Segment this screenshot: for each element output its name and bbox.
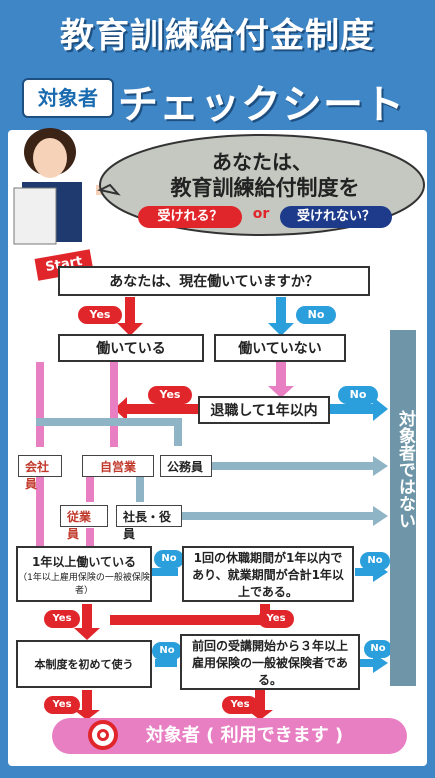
box-previous-course: 前回の受講開始から３年以上雇用保険の一般被保険者である。 xyxy=(180,634,360,690)
circle-icon xyxy=(88,720,118,750)
box-retired: 退職して1年以内 xyxy=(198,396,330,424)
question-working: あなたは、現在働いていますか？ xyxy=(58,266,370,296)
box-leave-period: 1回の休職期間が1年以内であり、就業期間が合計1年以上である。 xyxy=(182,546,354,602)
box-employee: 従業員 xyxy=(60,505,108,541)
over-1-year-main: 1年以上働いている xyxy=(32,554,136,569)
box-self-employed: 自営業 xyxy=(82,455,154,477)
no-label: No xyxy=(364,640,392,658)
box-not-working: 働いていない xyxy=(214,334,346,362)
no-label: No xyxy=(338,386,378,404)
box-civil-servant: 公務員 xyxy=(160,455,212,477)
yes-label: Yes xyxy=(258,610,294,628)
no-label: No xyxy=(360,552,390,570)
page-subtitle: チェックシート xyxy=(118,82,405,128)
no-label: No xyxy=(296,306,336,324)
not-target-label: 対象者ではない xyxy=(395,410,415,529)
box-over-1-year: 1年以上働いている （1年以上雇用保険の一般被保険者） xyxy=(16,546,152,602)
or-label: or xyxy=(252,206,270,222)
yes-label: Yes xyxy=(222,696,258,714)
yes-label: Yes xyxy=(44,696,80,714)
cannot-receive-label: 受けれない？ xyxy=(280,206,392,228)
yes-label: Yes xyxy=(44,610,80,628)
box-working: 働いている xyxy=(58,334,204,362)
not-target-bar xyxy=(390,330,416,686)
person-illustration xyxy=(13,128,114,245)
box-executive: 社長・役員 xyxy=(116,505,182,541)
box-first-use: 本制度を初めて使う xyxy=(16,640,152,688)
no-label: No xyxy=(152,642,182,660)
bubble-line2: 教育訓練給付制度を xyxy=(170,176,360,200)
yes-label: Yes xyxy=(148,386,192,404)
bubble-line1: あなたは、 xyxy=(212,150,312,174)
can-receive-label: 受けれる？ xyxy=(138,206,242,228)
target-badge: 対象者 xyxy=(22,78,114,118)
yes-label: Yes xyxy=(78,306,122,324)
over-1-year-sub: （1年以上雇用保険の一般被保険者） xyxy=(18,572,150,596)
no-label: No xyxy=(154,550,184,568)
page-title: 教育訓練給付金制度 xyxy=(60,16,375,56)
box-company-employee: 会社員 xyxy=(18,455,62,491)
